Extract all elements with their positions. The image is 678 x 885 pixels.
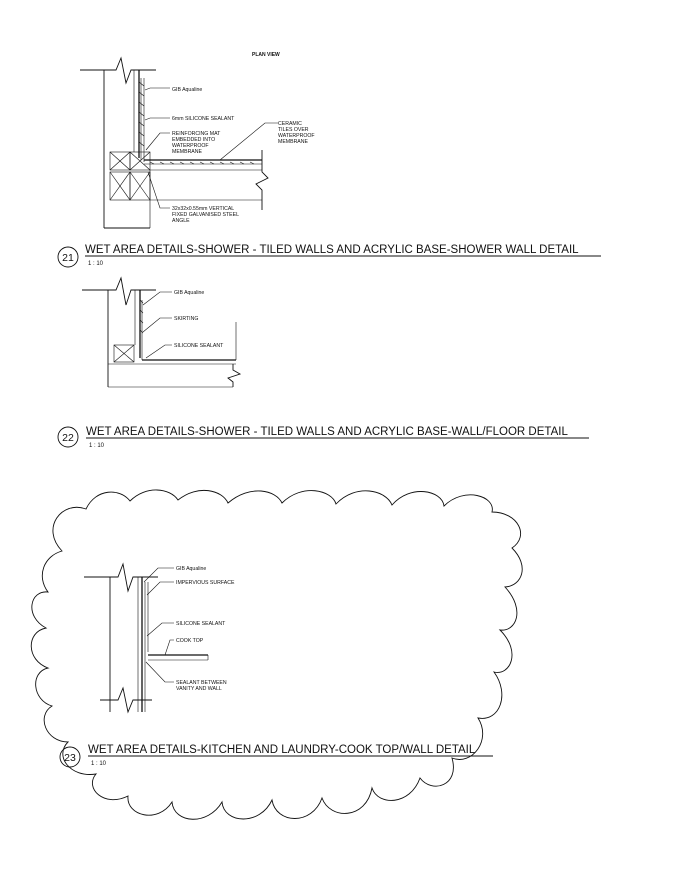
detail-21-number: 21 <box>62 252 74 264</box>
label-21-ceramic-3: WATERPROOF <box>278 133 315 139</box>
label-23-silicone-sealant: SILICONE SEALANT <box>176 621 226 627</box>
revision-cloud <box>30 489 523 820</box>
label-21-ceramic-4: MEMBRANE <box>278 139 309 145</box>
detail-21-drawing <box>80 56 278 229</box>
detail-23-number: 23 <box>64 752 76 764</box>
label-22-silicone-sealant: SILICONE SEALANT <box>174 343 224 349</box>
label-22-skirting: SKIRTING <box>174 316 198 322</box>
label-21-ceramic-2: TILES OVER <box>278 127 309 133</box>
label-21-reinforcing-mat-1: REINFORCING MAT <box>172 131 221 137</box>
detail-22-drawing <box>82 276 242 388</box>
label-22-gib-aqualine: GIB Aqualine <box>174 290 204 296</box>
label-21-reinforcing-mat-3: WATERPROOF <box>172 143 209 149</box>
label-21-gib-aqualine: GIB Aqualine <box>172 87 202 93</box>
detail-23-drawing <box>84 562 209 714</box>
label-21-reinforcing-mat-2: EMBEDDED INTO <box>172 137 215 143</box>
label-23-impervious-surface: IMPERVIOUS SURFACE <box>176 580 235 586</box>
detail-21-scale: 1 : 10 <box>88 261 104 267</box>
label-23-sealant-1: SEALANT BETWEEN <box>176 680 227 686</box>
label-21-reinforcing-mat-4: MEMBRANE <box>172 149 203 155</box>
label-23-cook-top: COOK TOP <box>176 638 204 644</box>
detail-21-title: WET AREA DETAILS-SHOWER - TILED WALLS AN… <box>85 244 579 256</box>
label-21-ceramic-1: CERAMIC <box>278 121 302 127</box>
detail-23-scale: 1 : 10 <box>91 761 107 767</box>
detail-23-title: WET AREA DETAILS-KITCHEN AND LAUNDRY-COO… <box>88 744 476 756</box>
label-21-silicone-sealant: 6mm SILICONE SEALANT <box>172 116 235 122</box>
detail-22-title: WET AREA DETAILS-SHOWER - TILED WALLS AN… <box>86 426 568 438</box>
detail-22-scale: 1 : 10 <box>89 443 105 449</box>
detail-23-number-circle <box>59 746 81 768</box>
detail-22-number-circle <box>57 426 79 448</box>
label-23-gib-aqualine: GIB Aqualine <box>176 566 206 572</box>
detail-21-number-circle <box>57 246 79 268</box>
label-21-angle-2: FIXED GALVANISED STEEL <box>172 212 239 218</box>
label-21-angle-3: ANGLE <box>172 218 190 224</box>
label-23-sealant-2: VANITY AND WALL <box>176 686 222 692</box>
detail-22-number: 22 <box>62 432 74 444</box>
label-21-angle-1: 32x32x0.55mm VERTICAL <box>172 206 234 212</box>
plan-view-heading: PLAN VIEW <box>252 52 280 58</box>
